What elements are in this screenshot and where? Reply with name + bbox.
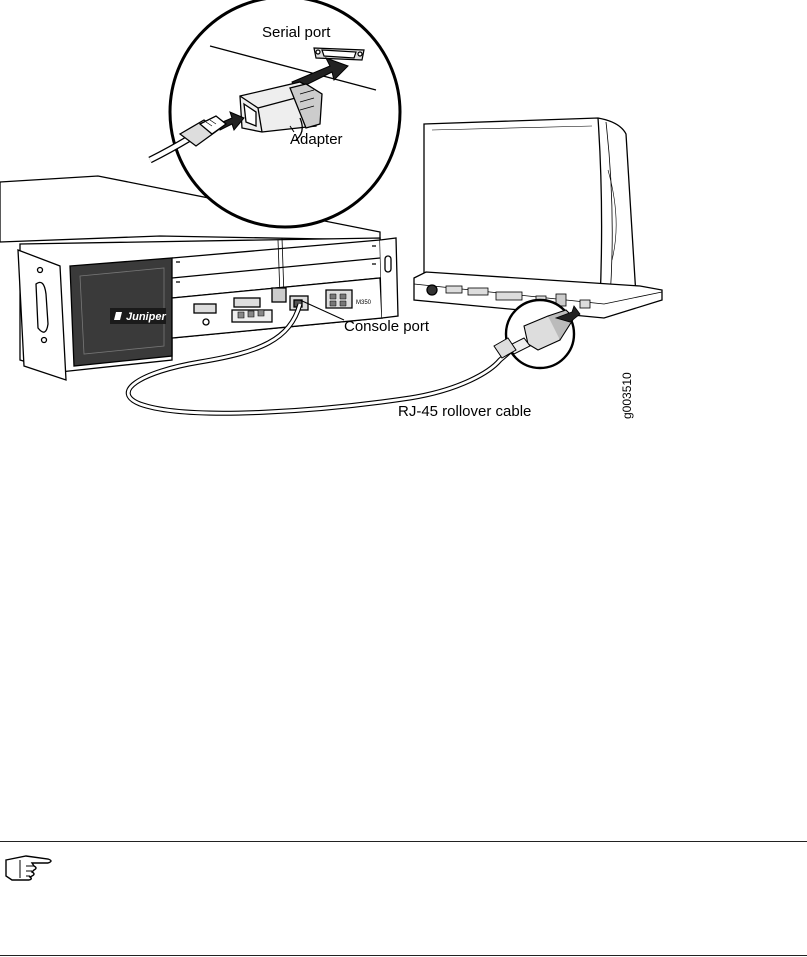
juniper-logo: Juniper — [110, 308, 166, 324]
cable-label: RJ-45 rollover cable — [398, 403, 531, 420]
laptop — [414, 118, 662, 318]
note-section — [0, 840, 807, 957]
figure-id-label: g003510 — [620, 372, 634, 419]
note-bottom-rule — [0, 955, 807, 956]
serial-port-connector — [314, 48, 364, 60]
router-brand-text: Juniper — [126, 311, 166, 323]
router-model-text: M350 — [356, 300, 372, 306]
pointing-hand-icon — [4, 850, 54, 884]
adapter-label: Adapter — [290, 131, 343, 148]
console-connection-diagram: Juniper M350 — [0, 0, 807, 440]
console-port-label: Console port — [344, 318, 430, 335]
serial-port-label: Serial port — [262, 24, 331, 41]
